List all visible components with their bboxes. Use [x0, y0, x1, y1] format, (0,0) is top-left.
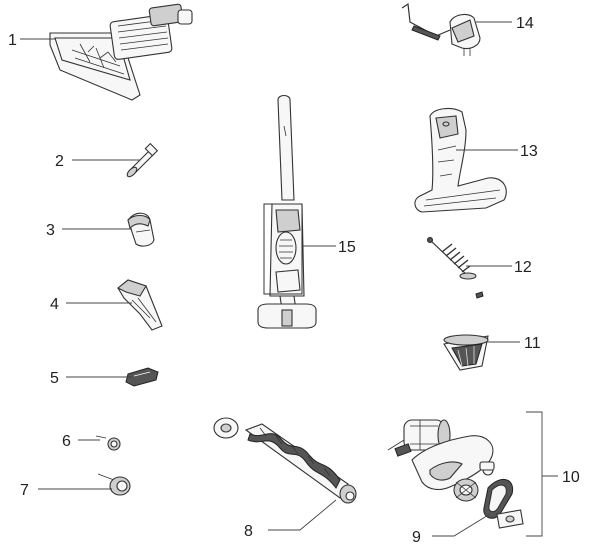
- stick-vacuum-icon: [257, 94, 317, 329]
- nozzle-cover-icon: [116, 279, 163, 331]
- callout-label: 1: [8, 32, 17, 49]
- brushroll-icon: [213, 417, 357, 504]
- charger-adapter-icon: [401, 2, 481, 56]
- handheld-unit-icon: [414, 107, 507, 213]
- small-wheel-with-pin-icon: [95, 435, 121, 451]
- callout-label: 5: [50, 370, 59, 387]
- callout-label: 8: [244, 523, 253, 540]
- drive-belt-icon: [483, 479, 524, 529]
- callout-label: 6: [62, 433, 71, 450]
- callout-label: 4: [50, 296, 59, 313]
- callout-label: 14: [516, 15, 534, 32]
- callout-label: 13: [520, 143, 538, 160]
- callout-label: 2: [55, 153, 64, 170]
- latch-clip-icon: [125, 367, 159, 387]
- callout-label: 3: [46, 222, 55, 239]
- filter-cup-icon: [443, 334, 489, 371]
- large-wheel-with-pin-icon: [97, 473, 131, 496]
- callout-label: 12: [514, 259, 532, 276]
- motor-gear-assembly-icon: [387, 419, 495, 502]
- callout-label: 7: [20, 482, 29, 499]
- callout-label: 9: [412, 529, 421, 546]
- battery-pack-icon: [49, 3, 193, 101]
- spring-screw-icon: [427, 237, 484, 299]
- callout-label: 11: [524, 335, 541, 352]
- axle-pin-icon: [126, 142, 159, 178]
- callout-label: 15: [338, 239, 356, 256]
- small-cap-icon: [127, 212, 155, 247]
- callout-label: 10: [562, 469, 580, 486]
